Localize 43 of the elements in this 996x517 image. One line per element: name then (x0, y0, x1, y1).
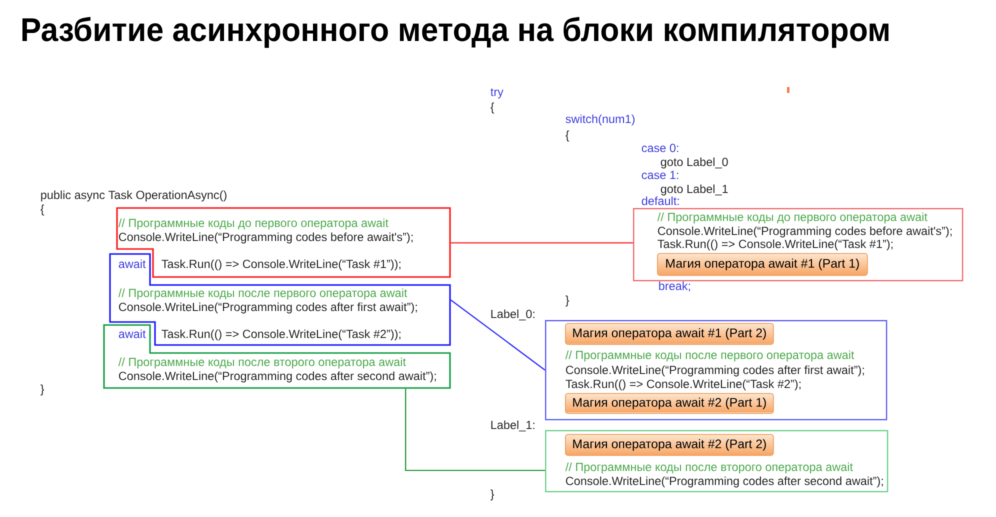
code-line: Console.WriteLine(“Programming codes before await's”); (658, 226, 952, 238)
brace: } (566, 296, 570, 306)
brace: { (40, 204, 44, 216)
code-line: case 1: (642, 170, 678, 180)
code-comment: // Программные коды до первого оператора await (657, 212, 928, 224)
code-line: Console.WriteLine(“Programming codes after first await”); (566, 366, 864, 376)
code-line: Console.WriteLine(“Programming codes before await's”); (118, 232, 413, 244)
code-line: switch(num1) (566, 114, 635, 126)
code-comment: // Программные коды после первого оператора await (565, 350, 854, 362)
keyword: await (118, 330, 146, 338)
brace: } (490, 490, 494, 500)
code-line: Task.Run(() => Console.WriteLine(“Task #1”); (658, 239, 893, 250)
keyword: try (490, 88, 504, 98)
code-line: Console.WriteLine(“Programming codes after first await”); (118, 302, 417, 314)
connector-line (450, 242, 633, 244)
title: Разбитие асинхронного метода на блоки компилятором (22, 16, 888, 48)
highlight-tag: Магия оператора await #2 (Part 1) (565, 393, 774, 414)
code-line: Label_0: (491, 310, 534, 320)
code-comment: // Программные коды после второго оператора await (118, 358, 406, 368)
brace: { (490, 102, 494, 114)
highlight-tag: Магия оператора await #1 (Part 1) (657, 253, 868, 276)
code-line: Console.WriteLine(“Programming codes after second await”); (566, 476, 883, 488)
code-line: default: (642, 196, 679, 206)
code-line: Label_1: (491, 420, 534, 432)
code-line: case 0: (642, 144, 678, 152)
highlight-tag: Магия оператора await #2 (Part 2) (565, 434, 774, 456)
brace: } (40, 384, 44, 396)
keyword: await (118, 259, 146, 268)
code-line: break; (659, 282, 690, 292)
code-line: Task.Run(() => Console.WriteLine(“Task #1”)); (162, 259, 400, 270)
connector-line (450, 299, 546, 371)
code-comment: // Программные коды после второго оператора await (565, 462, 853, 474)
code-comment: // Программные коды до первого оператора await (118, 218, 388, 230)
code-line: goto Label_1 (660, 184, 728, 196)
brace: { (566, 130, 570, 142)
code-line: Task.Run(() => Console.WriteLine(“Task #2”); (566, 380, 801, 390)
highlight-tag: Магия оператора await #1 (Part 2) (565, 323, 774, 345)
code-line: goto Label_0 (660, 157, 728, 168)
code-comment: // Программные коды после первого оператора await (118, 288, 408, 300)
code-line: public async Task OperationAsync() (41, 190, 226, 202)
code-line: Console.WriteLine(“Programming codes after second await”); (118, 372, 436, 382)
connector-line (404, 388, 545, 472)
code-line: Task.Run(() => Console.WriteLine(“Task #2”)); (162, 330, 400, 340)
